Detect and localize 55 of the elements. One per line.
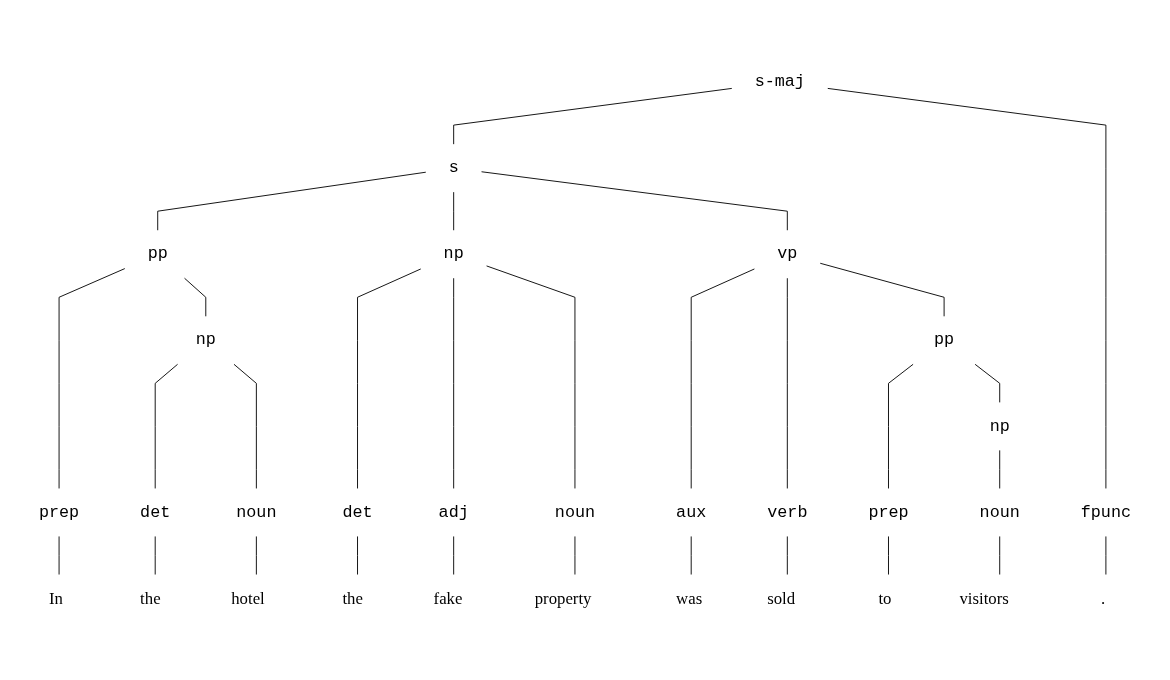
node-text: noun: [554, 502, 596, 522]
node-text: In: [49, 588, 63, 608]
connector: [486, 265, 576, 489]
node-text: fpunc: [1080, 502, 1132, 522]
connector: [184, 277, 207, 317]
node-text: to: [878, 588, 892, 608]
connector: [481, 171, 788, 231]
connector: [233, 363, 257, 489]
node-text: the: [342, 588, 363, 608]
connector: [453, 87, 733, 145]
connector: [154, 363, 179, 489]
node-text: np: [195, 330, 216, 350]
connector: [255, 535, 257, 575]
connector: [786, 277, 788, 489]
node-text: s: [448, 158, 459, 178]
node-text: pp: [147, 244, 168, 264]
node-text: aux: [676, 502, 707, 522]
connector: [357, 268, 422, 489]
node-text: fake: [433, 588, 463, 608]
connector: [888, 535, 889, 575]
node-text: the: [140, 588, 161, 608]
node-text: np: [989, 416, 1010, 436]
connector: [453, 535, 455, 575]
node-text: hotel: [231, 588, 265, 608]
node-text: visitors: [959, 588, 1009, 608]
node-text: prep: [38, 502, 80, 522]
connector: [453, 191, 455, 231]
connector: [827, 87, 1107, 489]
node-text: vp: [777, 244, 798, 264]
connector: [157, 171, 427, 231]
node-text: prep: [868, 502, 909, 522]
connector: [690, 268, 755, 489]
connector: [58, 267, 126, 489]
node-text: noun: [979, 502, 1020, 522]
connector: [357, 535, 358, 575]
node-text: noun: [236, 502, 277, 522]
parse-tree-drawing: s-maj s pp np vp np pp np prep det noun det adj noun aux verb prep noun fpunc In the hotel the fake property was sold to visitors .: [10, 51, 1160, 629]
node-text: s-maj: [754, 72, 805, 92]
connector: [819, 262, 945, 317]
node-text: np: [443, 244, 464, 264]
connector: [999, 535, 1001, 575]
node-text: verb: [767, 502, 808, 522]
node-text: det: [342, 502, 373, 522]
node-text: property: [534, 588, 592, 608]
node-text: pp: [934, 330, 955, 350]
connector: [974, 363, 1001, 403]
node-text: adj: [438, 502, 469, 522]
connector: [999, 449, 1001, 489]
node-text: .: [1100, 588, 1106, 608]
node-text: sold: [767, 588, 796, 608]
connector: [453, 277, 455, 489]
node-text: was: [676, 588, 703, 608]
connector: [786, 535, 788, 575]
node-text: det: [140, 502, 171, 522]
connector: [888, 363, 914, 489]
